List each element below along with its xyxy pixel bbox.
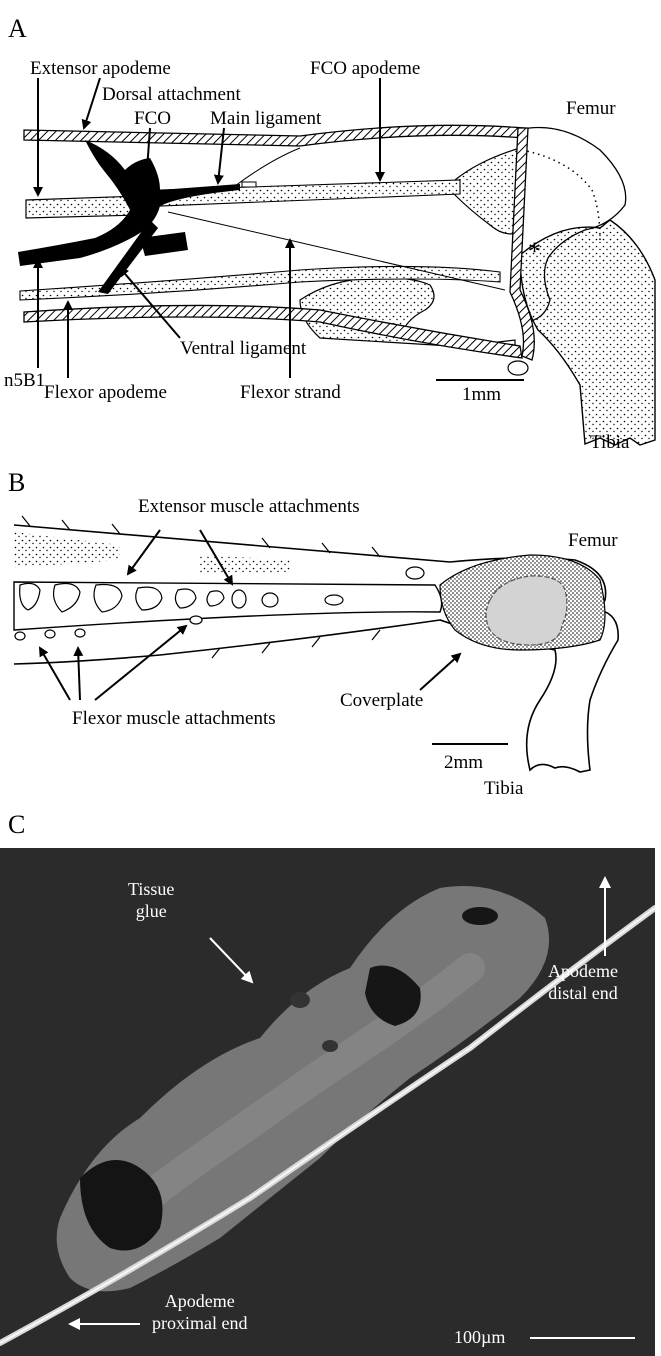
label-apodeme-proximal: Apodeme proximal end xyxy=(152,1290,247,1334)
arrow-flexor-attachments-1 xyxy=(40,648,70,700)
arrow-coverplate xyxy=(420,654,460,690)
label-scale-100um: 100µm xyxy=(454,1326,505,1348)
stipple-upper-left xyxy=(14,532,120,568)
arrow-flexor-attachments-2 xyxy=(78,648,80,700)
label-tissue-glue-line1: Tissue xyxy=(128,878,174,900)
micrograph-photo: Tissue glue Apodeme distal end Apodeme p… xyxy=(0,848,655,1356)
panel-b-drawing xyxy=(0,0,661,800)
dark-spot-2 xyxy=(290,992,310,1008)
label-apodeme-distal-line1: Apodeme xyxy=(548,960,618,982)
label-tibia-b: Tibia xyxy=(484,778,523,800)
label-coverplate: Coverplate xyxy=(340,690,423,712)
label-apodeme-distal-line2: distal end xyxy=(548,982,618,1004)
label-extensor-muscle-attachments: Extensor muscle attachments xyxy=(138,496,360,518)
label-apodeme-distal: Apodeme distal end xyxy=(548,960,618,1004)
label-femur-b: Femur xyxy=(568,530,618,552)
label-tissue-glue: Tissue glue xyxy=(128,878,174,922)
stipple-upper-mid xyxy=(200,555,290,575)
label-apodeme-proximal-line1: Apodeme xyxy=(152,1290,247,1312)
label-scale-2mm: 2mm xyxy=(444,752,483,774)
label-tissue-glue-line2: glue xyxy=(128,900,174,922)
arrow-flexor-attachments-3 xyxy=(95,626,186,700)
panel-c-letter: C xyxy=(8,810,25,840)
micrograph-drawing xyxy=(0,848,655,1356)
dark-spot-1 xyxy=(462,907,498,925)
dark-spot-3 xyxy=(322,1040,338,1052)
label-flexor-muscle-attachments: Flexor muscle attachments xyxy=(72,708,276,730)
label-apodeme-proximal-line2: proximal end xyxy=(152,1312,247,1334)
